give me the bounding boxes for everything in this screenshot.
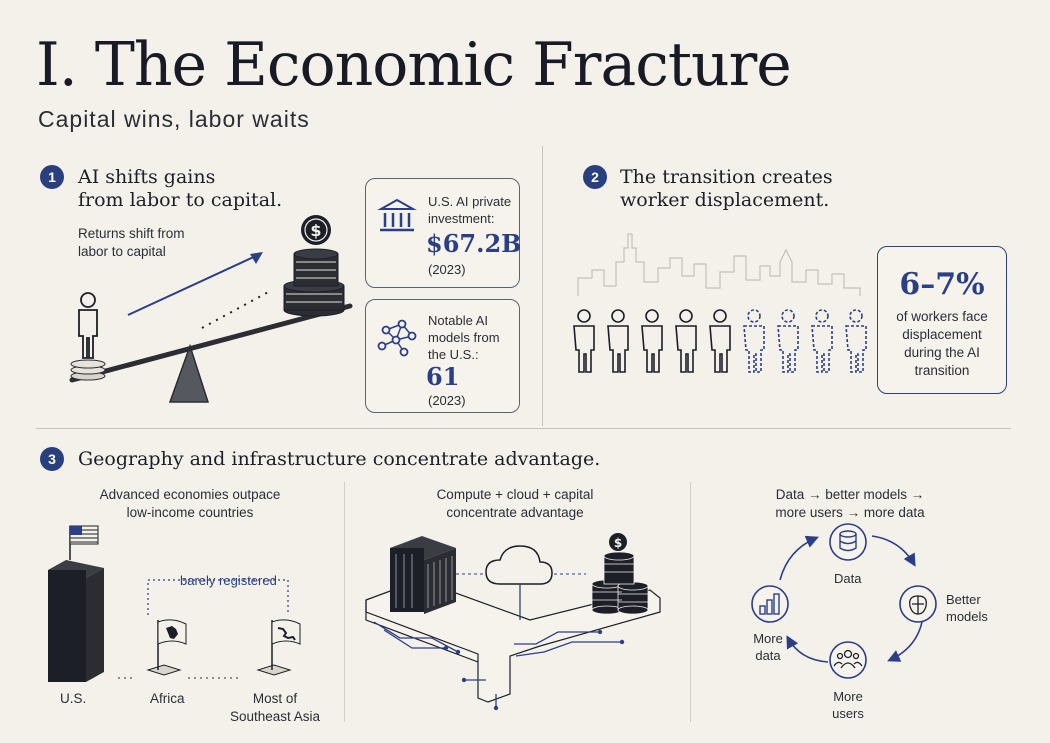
- africa-label: Africa: [150, 691, 185, 706]
- investment-year: (2023): [428, 262, 466, 277]
- worker-icon-1: [573, 309, 595, 373]
- geography-caption: Advanced economies outpace low-income co…: [99, 487, 281, 520]
- displaced-worker-icon-1: [743, 309, 765, 373]
- models-value: 61: [426, 362, 460, 391]
- displaced-worker-icon-3: [811, 309, 833, 373]
- node-better-models-label: Better models: [946, 592, 988, 624]
- seesaw-illustration: $: [69, 215, 353, 403]
- section-2-number: 2: [583, 165, 607, 189]
- southeast-asia-label: Most of Southeast Asia: [229, 691, 321, 724]
- workers-svg: [573, 309, 867, 373]
- models-label: Notable AI models from the U.S.:: [428, 313, 500, 362]
- investment-card: U.S. AI private investment: $67.2B (2023…: [365, 178, 522, 288]
- worker-icon-3: [641, 309, 663, 373]
- svg-text:$: $: [614, 536, 622, 550]
- barely-registered-annotation: barely registered: [180, 573, 277, 588]
- section-1-heading: AI shifts gains from labor to capital.: [78, 166, 283, 211]
- skyline-workers-illustration: [577, 233, 861, 296]
- displacement-value: 6–7%: [899, 267, 985, 302]
- us-label: U.S.: [60, 691, 87, 706]
- vertical-divider-bottom-2: [690, 482, 691, 722]
- node-more-users-label: More users: [832, 689, 864, 721]
- users-icon: [829, 641, 867, 679]
- section-2-heading: The transition creates worker displaceme…: [620, 166, 833, 211]
- displaced-worker-icon-4: [845, 309, 867, 373]
- displaced-worker-icon-2: [777, 309, 799, 373]
- flywheel-caption: Data → better models → more users → more…: [775, 487, 925, 520]
- infrastructure-illustration: $: [365, 533, 661, 711]
- horizontal-divider: [36, 428, 1011, 429]
- displacement-description: of workers face displacement during the …: [896, 309, 988, 378]
- section-1-caption: Returns shift from labor to capital: [78, 226, 185, 259]
- coin-stack-icon: [591, 551, 649, 615]
- worker-icon-5: [709, 309, 731, 373]
- flywheel-diagram: [751, 523, 937, 679]
- cloud-icon: [485, 545, 553, 585]
- node-more-data-label: More data: [753, 631, 783, 663]
- page-subtitle: Capital wins, labor waits: [38, 106, 310, 132]
- database-icon: [829, 523, 867, 561]
- section-1-number: 1: [40, 165, 64, 189]
- bank-icon: [377, 198, 417, 232]
- section-3-heading: Geography and infrastructure concentrate…: [78, 448, 601, 470]
- network-icon: [377, 319, 417, 357]
- node-data-label: Data: [834, 571, 862, 586]
- worker-icon-4: [675, 309, 697, 373]
- section-3-number: 3: [40, 447, 64, 471]
- investment-label: U.S. AI private investment:: [428, 194, 512, 226]
- worker-icon-2: [607, 309, 629, 373]
- vertical-divider-bottom-1: [344, 482, 345, 722]
- vertical-divider-top: [542, 146, 543, 426]
- models-year: (2023): [428, 393, 466, 408]
- bar-chart-icon: [751, 585, 789, 623]
- displacement-stat-card: 6–7% of workers face displacement during…: [877, 246, 1007, 394]
- investment-value: $67.2B: [426, 229, 522, 258]
- workers-row: [570, 308, 870, 378]
- models-card: Notable AI models from the U.S.: 61 (202…: [365, 299, 520, 413]
- infrastructure-caption: Compute + cloud + capital concentrate ad…: [436, 487, 594, 520]
- geography-illustration: [48, 525, 301, 682]
- svg-text:$: $: [310, 221, 321, 240]
- page-title: I. The Economic Fracture: [36, 30, 792, 100]
- server-rack-icon: [390, 536, 456, 614]
